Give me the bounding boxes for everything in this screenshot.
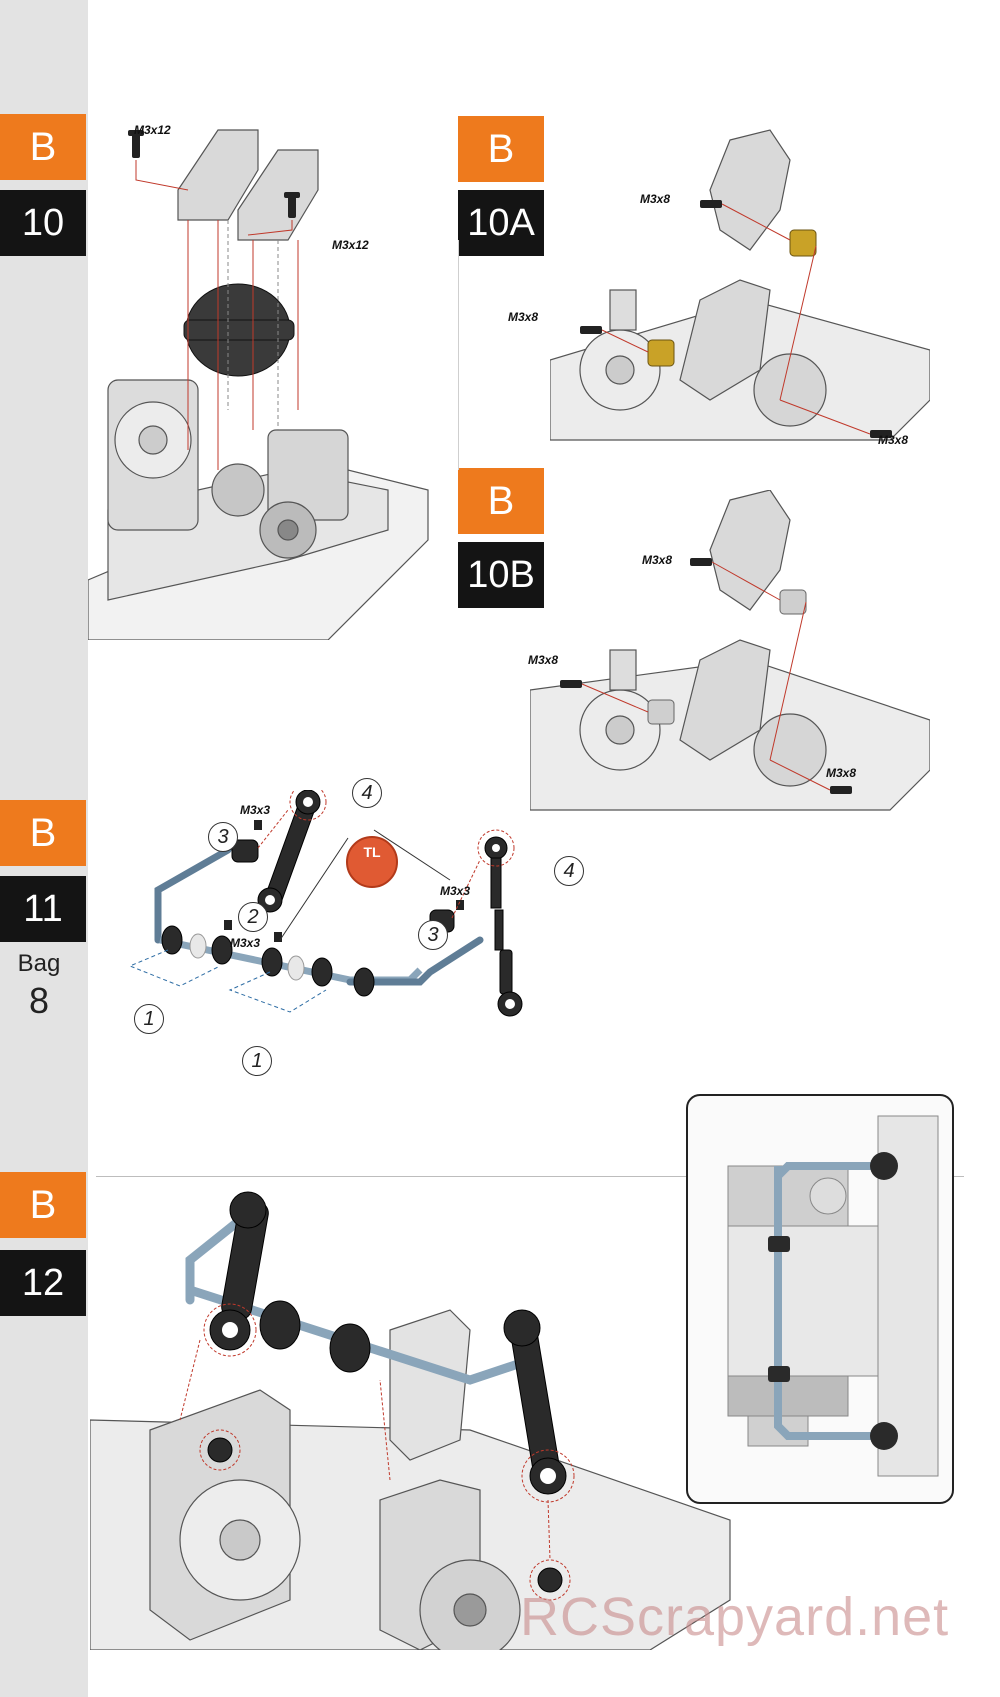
step-10-number: 10: [0, 190, 86, 256]
bag-number: 8: [28, 980, 50, 1021]
step-11-illustration: [128, 790, 523, 1017]
screw-label-m3x8-10a-b: M3x8: [508, 310, 539, 324]
step-10a-illustration: [550, 129, 930, 441]
step-10b-number: 10B: [458, 542, 544, 608]
callout-1-right: 1: [242, 1046, 272, 1076]
screw-label-m3x12-b: M3x12: [332, 238, 369, 252]
screw-label-m3x3-c: M3x3: [440, 884, 471, 898]
screw-label-m3x8-10b-b: M3x8: [528, 653, 559, 667]
callout-4-left: 4: [352, 778, 382, 808]
step-12-number: 12: [0, 1250, 86, 1316]
step-10b-letter: B: [458, 468, 544, 534]
screw-label-m3x12-a: M3x12: [134, 123, 171, 137]
step-10-illustration: [88, 129, 429, 640]
step-12-illustration: [90, 1191, 731, 1650]
separator-10a: [458, 240, 459, 470]
step-11-letter: B: [0, 800, 86, 866]
callout-2: 2: [238, 902, 268, 932]
step-10a-letter: B: [458, 116, 544, 182]
step-10a-number: 10A: [458, 190, 544, 256]
inset-illustration: [727, 1115, 939, 1477]
callout-1-left: 1: [134, 1004, 164, 1034]
bag-text: Bag: [17, 950, 61, 977]
thread-lock-label: TL: [363, 844, 381, 860]
screw-label-m3x8-10b-c: M3x8: [826, 766, 857, 780]
callout-3-right: 3: [418, 920, 448, 950]
watermark: RCScrapyard.net: [520, 1587, 950, 1647]
callout-3-left: 3: [208, 822, 238, 852]
screw-label-m3x8-10b-a: M3x8: [642, 553, 673, 567]
screw-label-m3x8-10a-a: M3x8: [640, 192, 671, 206]
step-10-letter: B: [0, 114, 86, 180]
thread-lock-icon: TL: [346, 836, 398, 888]
bag-label: Bag 8: [0, 950, 78, 1022]
step-10b-illustration: [530, 490, 930, 811]
screw-label-m3x3-b: M3x3: [230, 936, 261, 950]
step-12-letter: B: [0, 1172, 86, 1238]
step-12-inset-detail: [686, 1094, 954, 1504]
screw-label-m3x3-a: M3x3: [240, 803, 271, 817]
screw-label-m3x8-10a-c: M3x8: [878, 433, 909, 447]
callout-4-right: 4: [554, 856, 584, 886]
section-divider: [96, 1176, 964, 1177]
step-11-number: 11: [0, 876, 86, 942]
